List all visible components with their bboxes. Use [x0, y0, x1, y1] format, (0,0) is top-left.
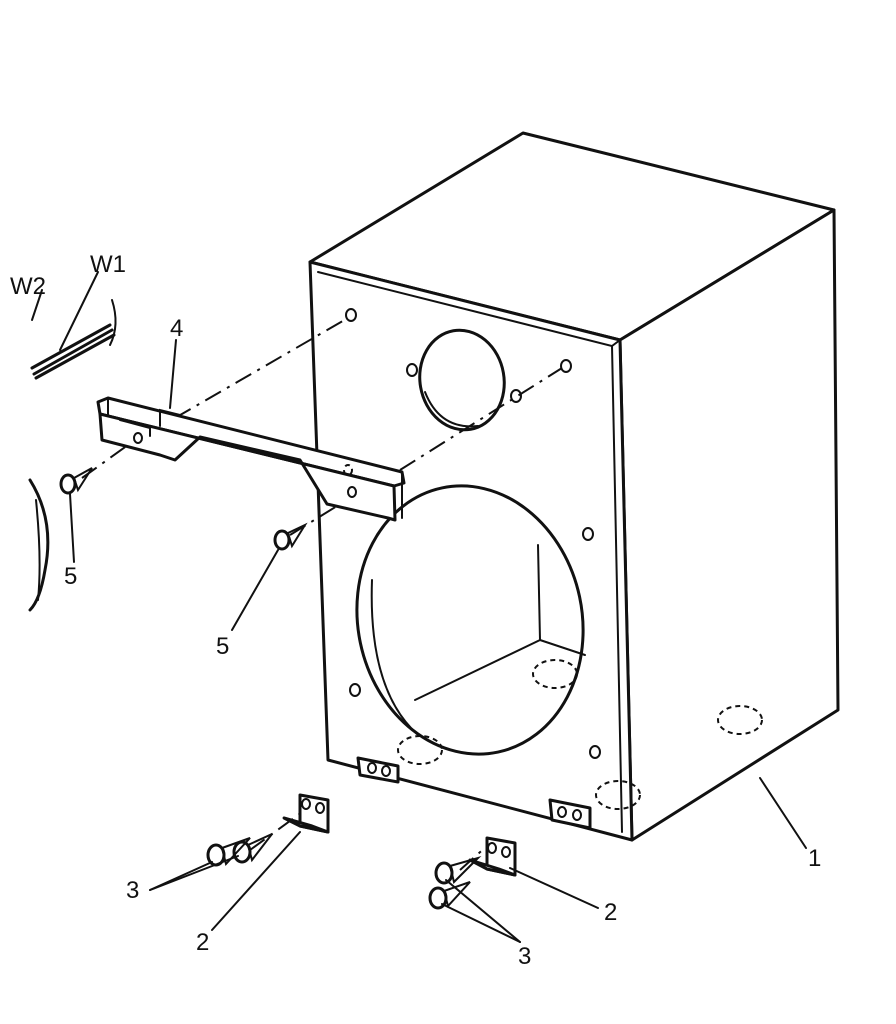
label-cabinet: 1 [808, 845, 821, 872]
label-bracket-left: 2 [196, 929, 209, 956]
label-screws-left: 3 [126, 877, 139, 904]
label-screws-right: 3 [518, 943, 531, 970]
label-screw-bar-right: 5 [216, 633, 229, 660]
cabinet-bracket-right [548, 798, 592, 830]
woofer-opening [355, 484, 586, 765]
screws-right [428, 855, 482, 910]
label-wire-2: W2 [10, 273, 46, 300]
front-panel-holes [345, 308, 601, 759]
label-wire-1: W1 [90, 251, 126, 278]
leader-lines [69, 339, 807, 943]
label-screw-bar-left: 5 [64, 563, 77, 590]
wire-bundle [30, 271, 117, 380]
cabinet-bracket-left [356, 756, 400, 784]
bracket-left [282, 793, 330, 834]
baffle-bar [96, 396, 406, 522]
label-baffle-bar: 4 [170, 315, 183, 342]
label-bracket-right: 2 [604, 899, 617, 926]
screw-bar-right [273, 522, 308, 551]
screws-left [206, 833, 273, 867]
bracket-right [468, 836, 517, 877]
screw-bar-left [59, 467, 93, 495]
speaker-edge [28, 478, 50, 612]
